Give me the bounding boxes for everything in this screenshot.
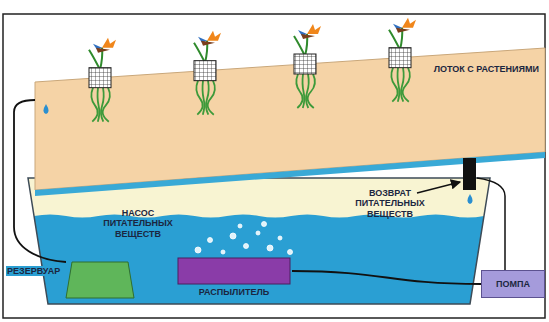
- flower-beak: [396, 28, 410, 33]
- basket: [389, 48, 411, 68]
- leaf: [194, 43, 205, 63]
- bubble: [278, 236, 282, 240]
- diffuser-body: [178, 258, 290, 284]
- leaf: [389, 30, 400, 50]
- flower-orange: [307, 24, 321, 34]
- root: [103, 88, 110, 122]
- bubble: [267, 245, 273, 251]
- tray-bottom: [35, 152, 545, 196]
- tray-body: [35, 48, 545, 190]
- callout-label: ВОЗВРАТ ПИТАТЕЛЬНЫХ ВЕЩЕСТВ: [345, 188, 435, 219]
- bubble: [288, 250, 293, 255]
- flower-beak: [96, 48, 110, 53]
- basket: [294, 54, 316, 74]
- flower-beak: [201, 41, 215, 46]
- bubble: [208, 238, 213, 243]
- bubble: [238, 224, 242, 228]
- bubble: [244, 244, 249, 249]
- root: [308, 74, 315, 108]
- flower-orange: [102, 38, 116, 48]
- air-diffuser: РАСПЫЛИТЕЛЬ: [176, 256, 292, 302]
- water-drop: [44, 104, 49, 114]
- tube-connector: [292, 271, 481, 284]
- flower-beak: [301, 34, 315, 39]
- water: [34, 215, 484, 305]
- air-pump-body: [482, 271, 545, 298]
- return-pipe: [463, 158, 476, 190]
- bubble: [221, 250, 225, 254]
- leader-arrow: [417, 182, 460, 193]
- air-diffuser-label: РАСПЫЛИТЕЛЬ: [176, 287, 292, 297]
- root: [403, 68, 410, 102]
- frame: [3, 14, 545, 318]
- return-drop: [468, 194, 473, 204]
- bubble: [195, 247, 201, 253]
- nutrient-pump-label: НАСОС ПИТАТЕЛЬНЫХ ВЕЩЕСТВ: [98, 208, 178, 239]
- reservoir-label: РЕЗЕРВУАР: [6, 266, 61, 276]
- plant-tray: ЛОТОК С РАСТЕНИЯМИ: [35, 48, 545, 196]
- root: [398, 68, 400, 102]
- bubble: [256, 231, 260, 235]
- nutrient-pump: НАСОС ПИТАТЕЛЬНЫХ ВЕЩЕСТВ: [66, 208, 178, 298]
- flower-orange: [402, 18, 416, 28]
- basket: [89, 68, 111, 88]
- reservoir-body: [28, 178, 490, 304]
- root: [98, 88, 100, 122]
- plant-tray-label: ЛОТОК С РАСТЕНИЯМИ: [35, 64, 545, 74]
- leaf: [294, 36, 305, 56]
- air-pump: ПОМПА: [481, 270, 545, 298]
- basket: [194, 61, 216, 81]
- root: [203, 81, 205, 115]
- bubble: [230, 233, 236, 239]
- root: [208, 81, 215, 115]
- air-pump-label: ПОМПА: [481, 270, 545, 298]
- reservoir-outline: [28, 178, 490, 304]
- flower-orange: [207, 31, 221, 41]
- air-line: [477, 178, 505, 270]
- reservoir: РЕЗЕРВУАРНАСОС ПИТАТЕЛЬНЫХ ВЕЩЕСТВРАСПЫЛ…: [28, 178, 490, 304]
- pump-body: [66, 262, 134, 298]
- bubble: [262, 222, 267, 227]
- root: [303, 74, 305, 108]
- leaf: [89, 50, 100, 70]
- tube-connector: [14, 100, 66, 262]
